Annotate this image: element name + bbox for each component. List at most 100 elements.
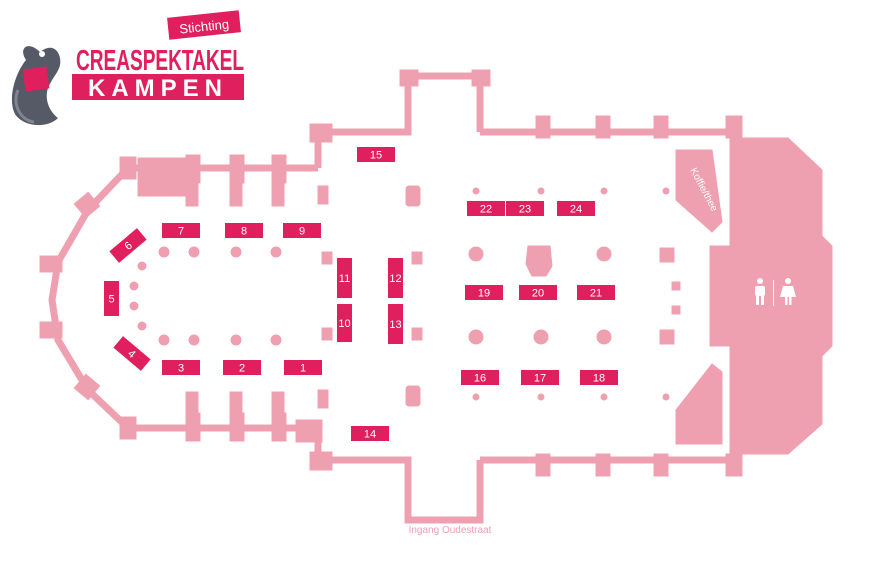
choir-pillar [271, 175, 285, 207]
toilet-women-icon [780, 278, 796, 305]
choir-pier [129, 301, 139, 311]
stand-8[interactable]: 8 [225, 223, 263, 238]
stand-box[interactable] [388, 258, 403, 298]
nave-column [533, 329, 549, 345]
stand-10[interactable]: 10 [337, 304, 352, 342]
stand-11[interactable]: 11 [337, 258, 352, 298]
crossing-pier [405, 185, 421, 207]
stand-3[interactable]: 3 [162, 360, 200, 375]
west-pier [671, 281, 681, 291]
stand-9[interactable]: 9 [283, 223, 321, 238]
nave-column-small [662, 187, 670, 195]
stand-4[interactable]: 4 [113, 336, 151, 371]
stand-label: 13 [389, 319, 401, 331]
buttress [73, 191, 101, 219]
nave-column-small [472, 393, 480, 401]
stand-label: 8 [241, 226, 247, 238]
stand-1[interactable]: 1 [284, 360, 322, 375]
choir-pier [137, 261, 147, 271]
stand-box[interactable] [506, 201, 544, 216]
stand-box[interactable] [557, 201, 595, 216]
logo-top-text: Stichting [179, 16, 230, 36]
stand-box[interactable] [225, 223, 263, 238]
stand-14[interactable]: 14 [351, 426, 389, 441]
stand-5[interactable]: 5 [104, 281, 119, 316]
stand-label: 10 [338, 318, 350, 330]
stand-box[interactable] [162, 223, 200, 238]
stand-box[interactable] [467, 201, 505, 216]
west-pier [671, 305, 681, 315]
crossing-pier [321, 327, 333, 341]
stand-box[interactable] [351, 426, 389, 441]
buttress [119, 416, 137, 440]
stand-label: 22 [480, 204, 492, 216]
buttress [309, 123, 333, 143]
stand-16[interactable]: 16 [461, 370, 499, 385]
stand-box[interactable] [465, 285, 503, 300]
stand-box[interactable] [337, 304, 352, 342]
southwest-corner [675, 363, 723, 445]
stand-box[interactable] [284, 360, 322, 375]
stand-label: 12 [389, 273, 401, 285]
stand-6[interactable]: 6 [109, 228, 147, 263]
stand-box[interactable] [519, 285, 557, 300]
stand-2[interactable]: 2 [223, 360, 261, 375]
nave-column [596, 246, 612, 262]
stand-box[interactable] [461, 370, 499, 385]
stand-label: 24 [570, 204, 582, 216]
nave-column-small [472, 187, 480, 195]
buttress [535, 453, 551, 477]
pulpit [525, 245, 553, 277]
stand-box[interactable] [283, 223, 321, 238]
stand-label: 15 [370, 150, 382, 162]
choir-pillar [229, 175, 243, 207]
stand-box[interactable] [162, 360, 200, 375]
stand-22[interactable]: 22 [467, 201, 505, 216]
stand-box[interactable] [109, 228, 147, 263]
stand-box[interactable] [580, 370, 618, 385]
stand-12[interactable]: 12 [388, 258, 403, 298]
buttress [399, 69, 419, 87]
stand-24[interactable]: 24 [557, 201, 595, 216]
stand-20[interactable]: 20 [519, 285, 557, 300]
choir-pier [188, 334, 200, 346]
stand-13[interactable]: 13 [388, 304, 403, 344]
stand-box[interactable] [521, 370, 559, 385]
stand-23[interactable]: 23 [506, 201, 544, 216]
logo-main-text: CREASPEKTAKEL [76, 45, 244, 77]
crossing-pier [411, 327, 423, 341]
logo-top-banner [167, 10, 241, 40]
stand-7[interactable]: 7 [162, 223, 200, 238]
stand-label: 21 [590, 288, 602, 300]
stand-box[interactable] [388, 304, 403, 344]
choir-pillar [185, 391, 199, 423]
logo-sub-bar [72, 74, 244, 100]
stand-box[interactable] [577, 285, 615, 300]
toilet-men-icon [755, 278, 765, 305]
stand-label: 18 [593, 373, 605, 385]
stand-box[interactable] [337, 258, 352, 298]
stand-label: 17 [534, 373, 546, 385]
stand-label: 1 [300, 363, 306, 375]
stand-17[interactable]: 17 [521, 370, 559, 385]
buttress [73, 373, 101, 401]
buttress [653, 453, 669, 477]
buttress [39, 255, 63, 273]
stand-15[interactable]: 15 [357, 147, 395, 162]
entrance-label: Ingang Oudestraat [408, 525, 492, 536]
choir-pier [188, 246, 200, 258]
choir-pillar [229, 391, 243, 423]
stand-box[interactable] [113, 336, 151, 371]
stand-box[interactable] [223, 360, 261, 375]
stand-19[interactable]: 19 [465, 285, 503, 300]
stand-box[interactable] [357, 147, 395, 162]
stand-label: 19 [478, 288, 490, 300]
crossing-pier [321, 251, 333, 265]
stand-18[interactable]: 18 [580, 370, 618, 385]
stand-21[interactable]: 21 [577, 285, 615, 300]
stand-box[interactable] [104, 281, 119, 316]
stand-label: 11 [339, 273, 350, 285]
west-pier [659, 247, 675, 263]
west-tower [709, 137, 833, 455]
